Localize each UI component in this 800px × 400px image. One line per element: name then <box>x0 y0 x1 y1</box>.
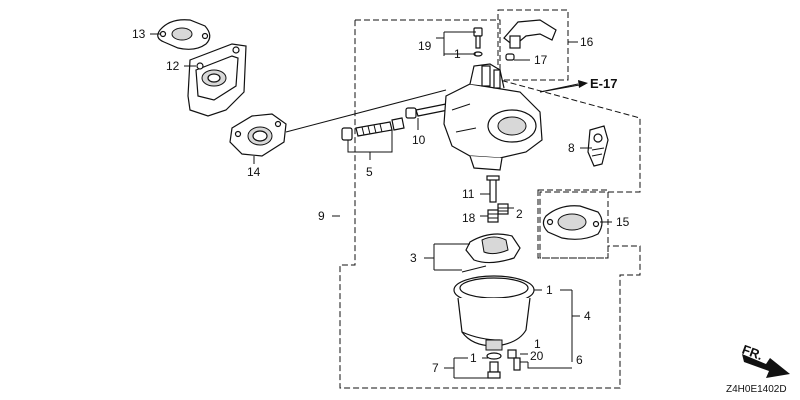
front-direction-arrow <box>742 354 790 378</box>
callout-11: 11 <box>462 187 475 201</box>
callout-2: 2 <box>516 207 523 221</box>
part-7-bowl-bolt <box>486 352 502 379</box>
callout-17: 17 <box>534 53 548 67</box>
cross-ref-arrow <box>539 80 588 93</box>
callout-5: 5 <box>366 165 373 179</box>
part-16-choke-lever <box>503 19 557 49</box>
callout-20: 20 <box>530 349 544 363</box>
callout-12: 12 <box>166 59 180 73</box>
gasket-boundary <box>537 189 609 259</box>
part-17-pin <box>505 53 515 61</box>
part-13-gasket <box>157 19 211 50</box>
callout-4: 4 <box>584 309 591 323</box>
part-20-drain-bolt <box>507 349 521 371</box>
part-2-main-jet <box>497 203 509 215</box>
callout-18: 18 <box>462 211 476 225</box>
carburetor-body <box>443 63 543 171</box>
callout-9: 9 <box>318 209 325 223</box>
leader-lines <box>150 31 612 379</box>
callout-13: 13 <box>132 27 146 41</box>
part-10-throttle-stop-screw <box>405 103 449 119</box>
callout-1-gasket: 1 <box>546 283 553 297</box>
callout-1-top: 1 <box>454 47 461 61</box>
part-11-nozzle <box>486 175 500 203</box>
direction-label: FR. <box>740 342 765 363</box>
part-15-gasket <box>542 205 603 240</box>
callout-14: 14 <box>247 165 261 179</box>
callout-3: 3 <box>410 251 417 265</box>
part-14-gasket <box>229 113 287 157</box>
callout-1-bowl: 1 <box>470 351 477 365</box>
callout-8: 8 <box>568 141 575 155</box>
callout-1-drain: 1 <box>534 337 541 351</box>
callout-19: 19 <box>418 39 432 53</box>
part-3-float <box>461 233 521 273</box>
callout-6: 6 <box>576 353 583 367</box>
callout-15: 15 <box>616 215 630 229</box>
part-12-insulator-plate <box>187 43 247 117</box>
part-18-jet-holder <box>487 209 499 223</box>
cross-ref-label: E-17 <box>590 76 617 91</box>
callout-10: 10 <box>412 133 426 147</box>
part-4-float-bowl <box>453 275 535 351</box>
part-8-drain-screw <box>587 125 609 167</box>
callout-7: 7 <box>432 361 439 375</box>
part-5-screw-set <box>341 117 405 141</box>
choke-lever-boundary <box>497 9 569 81</box>
diagram-reference-code: Z4H0E1402D <box>726 384 787 395</box>
callout-16: 16 <box>580 35 594 49</box>
